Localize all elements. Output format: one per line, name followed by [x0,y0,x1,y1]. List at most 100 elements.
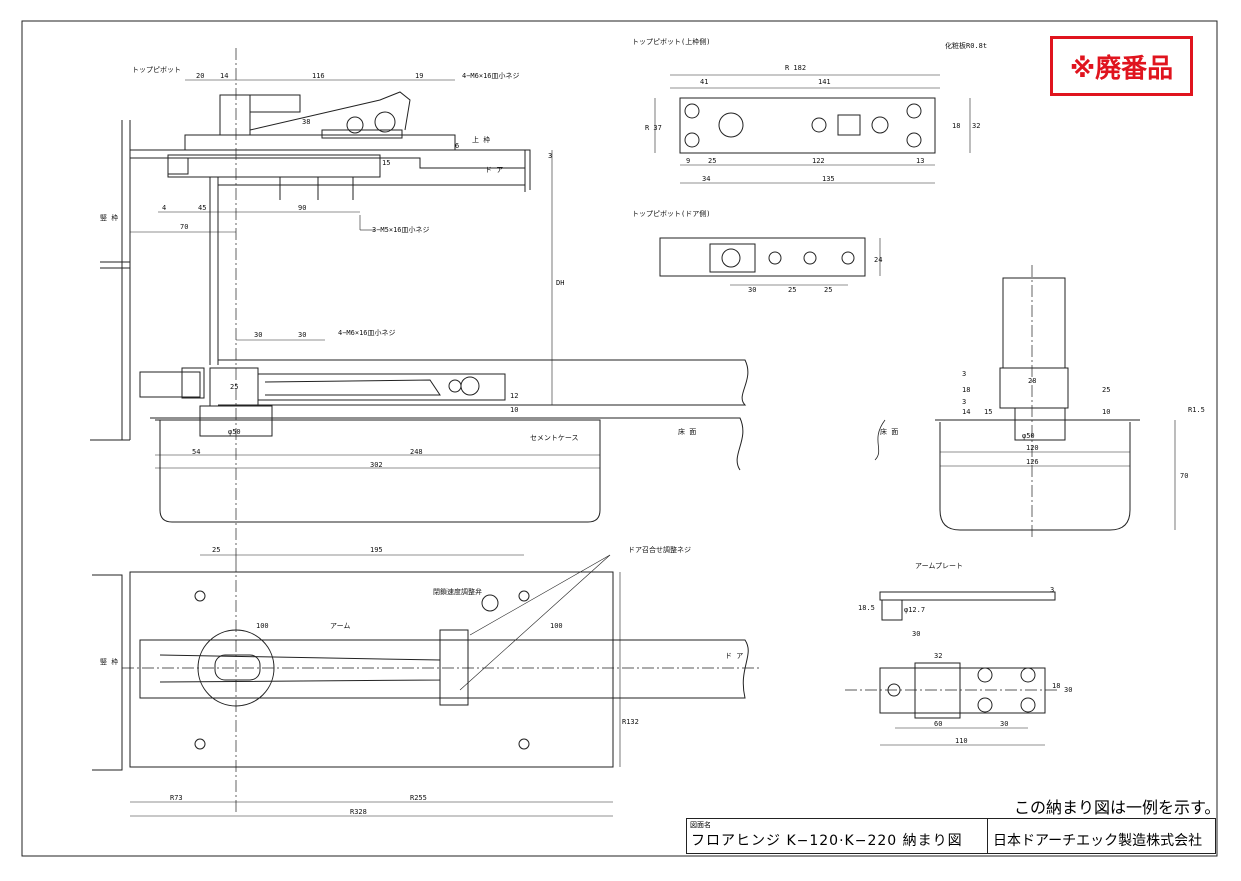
dim-30b: 30 [298,331,306,339]
dim-116: 116 [312,72,325,80]
dim-ap-30b: 30 [1064,686,1072,694]
dim-r15: 15 [984,408,992,416]
dim-30a: 30 [254,331,262,339]
dim-18: 18 [952,122,960,130]
dim-141: 141 [818,78,831,86]
label-door: ド ア [485,166,503,174]
dim-ap-3: 3 [1050,586,1054,594]
dim-3: 3 [548,152,552,160]
dim-19: 19 [415,72,423,80]
dim-32: 32 [972,122,980,130]
dim-b-r73: R73 [170,794,183,802]
label-jamb-plan: 竪 枠 [100,657,118,666]
label-door-plan: ド ア [725,652,743,660]
dim-ap-phi12-7: φ12.7 [904,606,925,614]
dim-15: 15 [382,159,390,167]
dim-r70: 70 [1180,472,1188,480]
dim-b100: 100 [256,622,269,630]
label-speed-valve: 閉鎖速度調整弁 [433,587,482,596]
label-upper-frame: 上 枠 [472,135,490,144]
dim-25p: 25 [708,157,716,165]
plan-view [92,554,760,817]
dim-20: 20 [196,72,204,80]
dim-door-30: 30 [748,286,756,294]
dim-302: 302 [370,461,383,469]
label-arm-plate: アームプレート [915,562,963,570]
company-name: 日本ドアーチエック製造株式会社 [993,833,1203,849]
dim-54: 54 [192,448,200,456]
dim-70: 70 [180,223,188,231]
label-arm: アーム [330,622,350,630]
dim-r37: R 37 [645,124,662,132]
arm-plate-view [845,591,1060,746]
label-cement-case: セメントケース [530,434,579,442]
side-section-view [874,265,1176,540]
dim-45: 45 [198,204,206,212]
dim-41: 41 [700,78,708,86]
sheet-border [21,20,1218,857]
label-floor: 床 面 [678,427,696,436]
dim-9: 9 [686,157,690,165]
dim-door-25b: 25 [824,286,832,294]
label-screw-m6-mid: 4−M6×16皿小ネジ [338,328,396,337]
dim-b195: 195 [370,546,383,554]
discontinued-stamp: ※廃番品 [1050,36,1193,96]
dim-r3: 3 [962,370,966,378]
dim-122: 122 [812,157,825,165]
dim-14: 14 [220,72,228,80]
label-screw-m6-top: 4−M6×16皿小ネジ [462,71,520,80]
example-note: この納まり図は一例を示す。 [1014,798,1221,817]
dim-b-r132: R132 [622,718,639,726]
dim-248: 248 [410,448,423,456]
label-top-pivot-frame: トップピボット(上枠側) [632,37,710,46]
dim-dh: DH [556,279,564,287]
dim-b100b: 100 [550,622,563,630]
dim-r126: 126 [1026,458,1039,466]
dim-ap-30c: 30 [1000,720,1008,728]
dim-b-r328: R328 [350,808,367,816]
dim-13: 13 [916,157,924,165]
dim-b-r255: R255 [410,794,427,802]
dim-ap-18: 18 [1052,682,1060,690]
title-caption: 図面名 [690,821,711,829]
dim-38: 38 [302,118,310,126]
dim-door-25a: 25 [788,286,796,294]
section-view [90,48,749,560]
dim-r120: 120 [1026,444,1039,452]
dim-phi50: φ50 [228,428,241,436]
dim-r10: 10 [1102,408,1110,416]
dim-10: 10 [510,406,518,414]
dim-r18: 18 [962,386,970,394]
pivot-door-view [659,237,881,286]
dim-ap-32: 32 [934,652,942,660]
label-top-pivot: トップピボット [132,66,181,74]
label-top-pivot-door: トップピボット(ドア側) [632,209,710,218]
dim-r28: 28 [1028,377,1036,385]
dim-ap-30: 30 [912,630,920,638]
dim-34: 34 [702,175,710,183]
drawing-name: フロアヒンジ K−120·K−220 納まり図 [691,833,963,849]
dim-r25: 25 [1102,386,1110,394]
dim-r3b: 3 [962,398,966,406]
dim-4: 4 [162,204,166,212]
dim-12: 12 [510,392,518,400]
dim-ap-18-5: 18.5 [858,604,875,612]
dim-90: 90 [298,204,306,212]
dim-ap-110: 110 [955,737,968,745]
pivot-frame-view [654,74,971,184]
label-floor-right: 床 面 [880,427,898,436]
dim-door-24: 24 [874,256,882,264]
label-finish-plate: 化粧板R0.8t [945,41,987,50]
dim-r-phi50: φ50 [1022,432,1035,440]
dim-r182: R 182 [785,64,806,72]
dim-25: 25 [230,383,238,391]
label-jamb: 竪 枠 [100,213,118,222]
label-door-adjust-screw: ドア召合せ調整ネジ [628,545,691,554]
title-divider [987,819,988,853]
title-block: 図面名 フロアヒンジ K−120·K−220 納まり図 日本ドアーチエック製造株… [686,818,1216,854]
dim-ap-60: 60 [934,720,942,728]
dim-r-r15: R1.5 [1188,406,1205,414]
dim-6: 6 [455,142,459,150]
label-screw-m5: 3−M5×16皿小ネジ [372,225,430,234]
